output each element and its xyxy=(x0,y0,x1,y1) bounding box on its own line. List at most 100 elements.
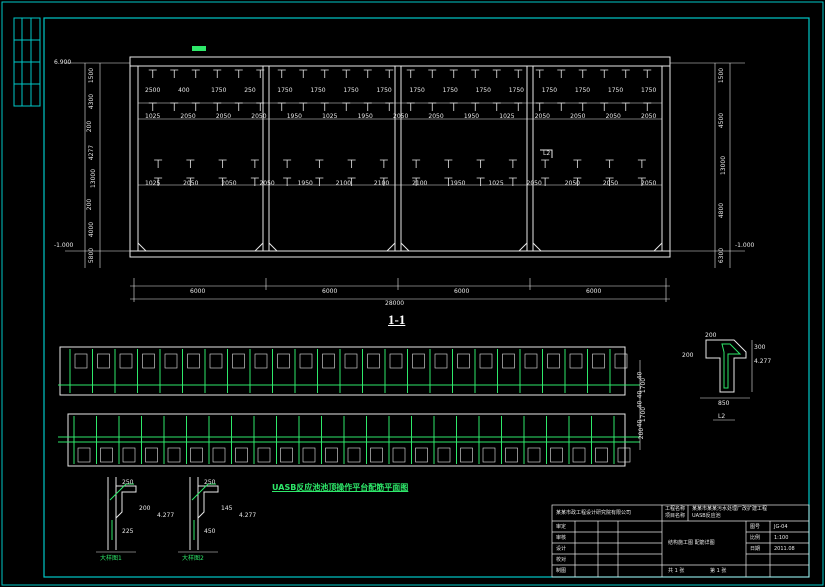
plan-upper-panel-14 xyxy=(389,353,403,369)
tb-role-4: 制图 xyxy=(556,568,567,574)
upper-beam-lower-18 xyxy=(535,102,544,111)
upper-beam-lower-1 xyxy=(170,102,179,111)
upper-beam-3 xyxy=(213,69,222,78)
middle-beam-11 xyxy=(508,159,517,168)
tb-project-label: 工程名称 xyxy=(665,506,686,512)
upper-beam-lower-10 xyxy=(363,102,372,111)
lower-beam-2 xyxy=(218,177,227,186)
upper-beam-0 xyxy=(148,69,157,78)
upper-spacing-12: 1750 xyxy=(541,87,558,94)
upper-beam-18 xyxy=(535,69,544,78)
bay-4-label: 6000 xyxy=(586,288,602,295)
lower-spacing-13: 2050 xyxy=(641,180,657,187)
left-dim-4: 13000 xyxy=(90,168,98,188)
bracket-l2-marker xyxy=(540,149,553,158)
left-dim-3: 4277 xyxy=(88,145,96,161)
section-1-1 xyxy=(65,46,745,302)
tb-role-0: 审定 xyxy=(556,524,567,530)
plan-upper-panel-20 xyxy=(524,353,538,369)
upper-beam-lower-4 xyxy=(234,102,243,111)
upper-beam-22 xyxy=(621,69,630,78)
upper-beam-2 xyxy=(191,69,200,78)
lower-beam-6 xyxy=(347,177,356,186)
lower-spacing-0: 1025 xyxy=(145,180,161,187)
lower-beam-0 xyxy=(154,177,163,186)
upper-beam-lower-15 xyxy=(471,102,480,111)
middle-spacing-3: 2050 xyxy=(251,113,267,120)
detail-1-label: 大样图1 xyxy=(100,555,122,562)
lower-beam-14 xyxy=(605,177,614,186)
inner-wall-2 xyxy=(394,65,402,252)
tb-role-3: 校对 xyxy=(556,557,567,563)
lower-spacing-6: 2100 xyxy=(373,180,390,187)
plan-lower-panel-6 xyxy=(212,447,226,463)
middle-beam-2 xyxy=(218,159,227,168)
plan-lower-panel-23 xyxy=(595,447,608,463)
plan-upper-panel-24 xyxy=(614,353,628,369)
detail-l2-label: L2 xyxy=(718,413,726,420)
upper-beam-lower-9 xyxy=(342,102,351,111)
upper-beam-21 xyxy=(600,69,609,78)
bay-1-label: 6000 xyxy=(190,288,206,295)
detail-2-dim-0: 250 xyxy=(204,479,216,486)
middle-beam-row xyxy=(154,159,646,168)
plan-upper-panel-23 xyxy=(592,353,605,369)
right-dim-0: 1500 xyxy=(718,67,726,84)
upper-beam-lower-17 xyxy=(514,102,523,111)
left-dim-6: 4000 xyxy=(88,222,96,238)
detail-l2-dim-2: 4.277 xyxy=(754,358,772,365)
lower-spacing-7: 2100 xyxy=(412,180,428,187)
plan-lower-panel-7 xyxy=(235,447,248,463)
upper-beam-4 xyxy=(234,69,243,78)
upper-beam-lower-8 xyxy=(320,102,329,111)
plan-upper-panel-5 xyxy=(187,353,200,369)
upper-beam-7 xyxy=(299,69,308,78)
middle-beam-4 xyxy=(283,159,292,168)
upper-beam-9 xyxy=(342,69,351,78)
inner-wall-3 xyxy=(526,65,534,252)
upper-beam-6 xyxy=(277,69,286,78)
plan-upper-panel-7 xyxy=(232,353,245,369)
upper-beam-lower-23 xyxy=(643,102,652,111)
tb-number: JG-04 xyxy=(774,524,788,530)
upper-beam-lower-7 xyxy=(299,102,308,111)
tb-drawing: 结构施工图 配筋详图 xyxy=(668,540,715,546)
detail-l2-dim-0: 200 xyxy=(705,332,717,339)
upper-beam-lower-13 xyxy=(428,102,437,111)
elevation-top-left: 6.900 xyxy=(54,59,72,66)
left-dim-2: 200 xyxy=(86,121,94,133)
detail-1 xyxy=(96,477,137,553)
lower-spacing-10: 2050 xyxy=(526,180,542,187)
plan-lower-panel-2 xyxy=(122,447,136,463)
plan-upper-panel-8 xyxy=(254,353,268,369)
left-dim-0: 1500 xyxy=(88,67,96,84)
left-dim-5: 200 xyxy=(86,198,94,210)
plan-lower-panel-10 xyxy=(302,447,316,463)
tb-sheet-label: 第 1 张 xyxy=(710,568,727,574)
middle-beam-7 xyxy=(379,159,388,168)
tb-project: 某某市某某污水处理厂改扩建工程 xyxy=(692,506,768,512)
plan-upper-panel-17 xyxy=(457,353,470,369)
upper-beam-8 xyxy=(320,69,329,78)
upper-beam-lower-19 xyxy=(557,102,566,111)
plan-lower-panel-1 xyxy=(100,447,113,463)
upper-spacing-14: 1750 xyxy=(607,87,624,94)
plan-upper-panel-13 xyxy=(367,353,380,369)
tb-number-label: 图号 xyxy=(750,524,761,530)
lower-spacing-11: 2050 xyxy=(564,180,580,187)
upper-spacing-4: 1750 xyxy=(277,87,293,94)
plan-lower-panel-18 xyxy=(482,447,496,463)
binding-strip xyxy=(13,17,41,107)
lower-beam-1 xyxy=(186,177,195,186)
lower-beam-8 xyxy=(412,177,421,186)
plan-upper xyxy=(59,346,626,396)
detail-1-dim-3: 225 xyxy=(122,528,134,535)
tb-sub: UASB反应池 xyxy=(692,513,721,519)
upper-beam-lower-14 xyxy=(449,102,458,111)
upper-spacing-8: 1750 xyxy=(409,87,425,94)
plan-lower-panel-14 xyxy=(392,447,406,463)
plan-lower-panel-4 xyxy=(167,447,181,463)
lower-beam-11 xyxy=(508,177,517,186)
top-marker xyxy=(192,46,206,51)
upper-spacing-2: 1750 xyxy=(211,87,227,94)
